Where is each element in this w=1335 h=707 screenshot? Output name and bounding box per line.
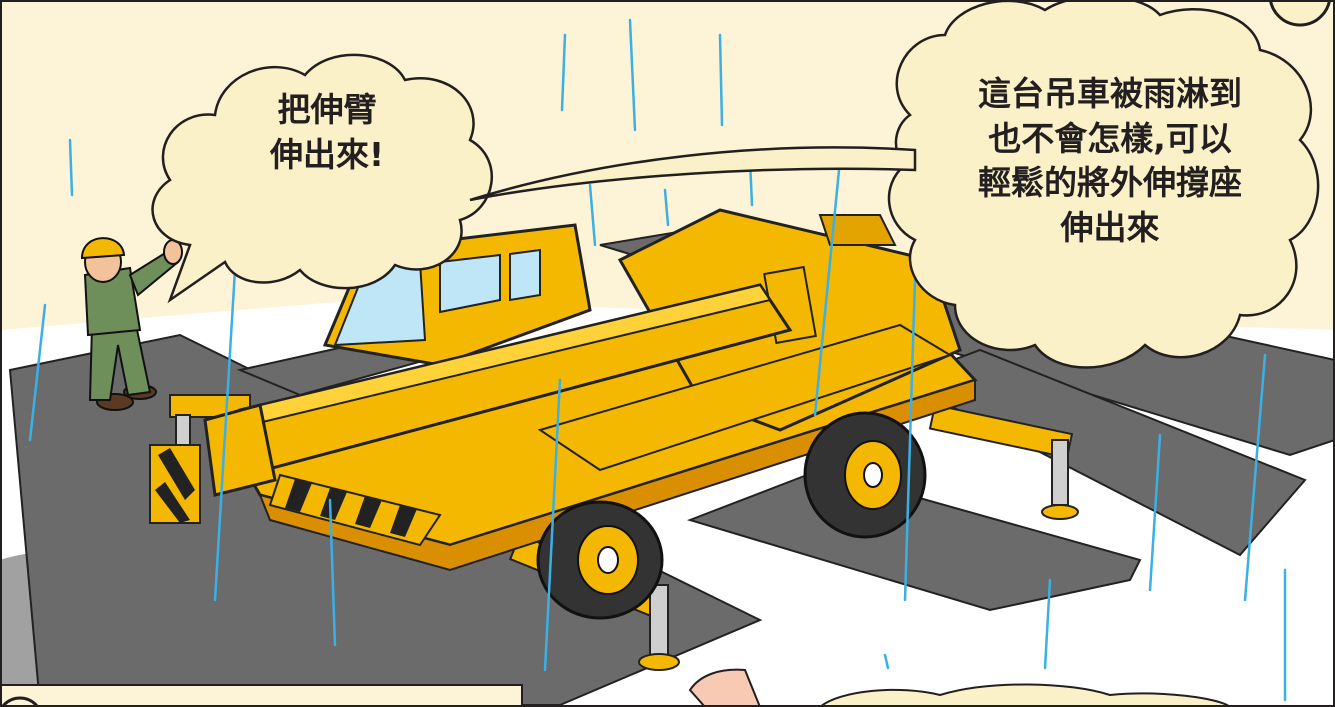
- panel-marker-top-right: [1268, 0, 1332, 27]
- outrigger-pad-right: [1041, 504, 1079, 520]
- speech-bubble-worker: [151, 53, 494, 304]
- worker-illustration: [80, 237, 183, 411]
- outrigger-leg-right: [1051, 439, 1069, 506]
- speech-bubble-narrator: [887, 0, 1320, 369]
- speech-bubble-narrator-tail: [469, 146, 917, 202]
- outrigger-beam-right: [928, 403, 1074, 459]
- next-panel-box: [0, 684, 523, 707]
- rain-lines: [28, 18, 1287, 702]
- counterweight-top: [818, 214, 897, 246]
- panel-marker-bottom-left: [0, 696, 40, 707]
- outrigger-pad-front: [638, 653, 680, 671]
- cab-window-side-1: [439, 253, 501, 314]
- outrigger-beam-left: [169, 394, 251, 418]
- hazard-stripes-front: [268, 473, 442, 547]
- crane-carrier-shadow: [258, 378, 976, 572]
- hazard-stripes-side: [149, 444, 201, 524]
- pointer-arrow: [688, 668, 762, 707]
- boom-deck-plate: [537, 323, 953, 472]
- steel-plate-front-right: [686, 468, 1142, 612]
- worker-speech-text: 把伸臂 伸出來!: [269, 90, 385, 174]
- wheel-front: [536, 500, 664, 620]
- outrigger-leg-front: [649, 584, 669, 656]
- cab-window-side-2: [509, 248, 541, 302]
- wheel-rear: [803, 411, 927, 539]
- narrator-speech-text: 這台吊車被雨淋到 也不會怎樣,可以 輕鬆的將外伸撐座 伸出來: [978, 74, 1242, 247]
- bottom-cloud: [818, 683, 1232, 707]
